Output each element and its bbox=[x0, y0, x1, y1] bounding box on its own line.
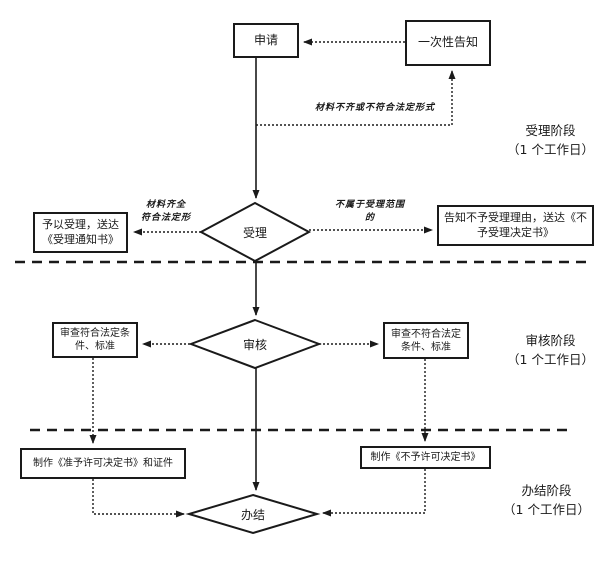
edge-permit-to-complete bbox=[92, 479, 185, 518]
edge-incomplete-to-notice bbox=[256, 70, 456, 126]
diamond-accept-label: 受理 bbox=[242, 225, 267, 240]
stage-label-accept: 受理阶段 （1 个工作日） bbox=[498, 121, 603, 160]
edge-label-materials-complete-line2: 符合法定形 bbox=[140, 213, 191, 224]
edge-denial-to-complete bbox=[322, 469, 426, 517]
diamond-accept bbox=[198, 201, 312, 263]
diamond-review-label: 审核 bbox=[242, 337, 267, 352]
stage-complete-duration: （1 个工作日） bbox=[503, 502, 590, 518]
node-accept-notice: 予以受理，送达《受理通知书》 bbox=[33, 212, 128, 253]
stage-accept-name: 受理阶段 bbox=[525, 123, 576, 138]
stage-label-review: 审核阶段 （1 个工作日） bbox=[498, 331, 603, 370]
diamond-review bbox=[188, 318, 322, 370]
diamond-complete bbox=[185, 493, 321, 535]
stage-label-complete: 办结阶段 （1 个工作日） bbox=[494, 481, 599, 520]
stage-review-duration: （1 个工作日） bbox=[507, 352, 594, 368]
node-apply: 申请 bbox=[233, 23, 299, 58]
node-make-denial: 制作《不予许可决定书》 bbox=[360, 446, 491, 469]
node-one-time-notice: 一次性告知 bbox=[405, 20, 491, 66]
stage-review-name: 审核阶段 bbox=[525, 333, 576, 348]
edge-label-materials-incomplete: 材料不齐或不符合法定形式 bbox=[314, 103, 435, 113]
diamond-complete-label: 办结 bbox=[240, 507, 265, 522]
edge-label-materials-complete-line1: 材料齐全 bbox=[145, 200, 186, 210]
edge-label-materials-complete: 材料齐全 符合法定形 bbox=[130, 199, 202, 225]
edge-label-not-in-scope: 不属于受理范围的 bbox=[334, 200, 405, 224]
node-reject-notice: 告知不予受理理由，送达《不予受理决定书》 bbox=[437, 205, 594, 246]
node-make-permit: 制作《准予许可决定书》和证件 bbox=[20, 448, 186, 479]
node-review-pass: 审查符合法定条件、标准 bbox=[52, 322, 138, 358]
stage-accept-duration: （1 个工作日） bbox=[507, 142, 594, 158]
node-review-fail: 审查不符合法定条件、标准 bbox=[383, 322, 469, 359]
stage-complete-name: 办结阶段 bbox=[521, 483, 572, 498]
